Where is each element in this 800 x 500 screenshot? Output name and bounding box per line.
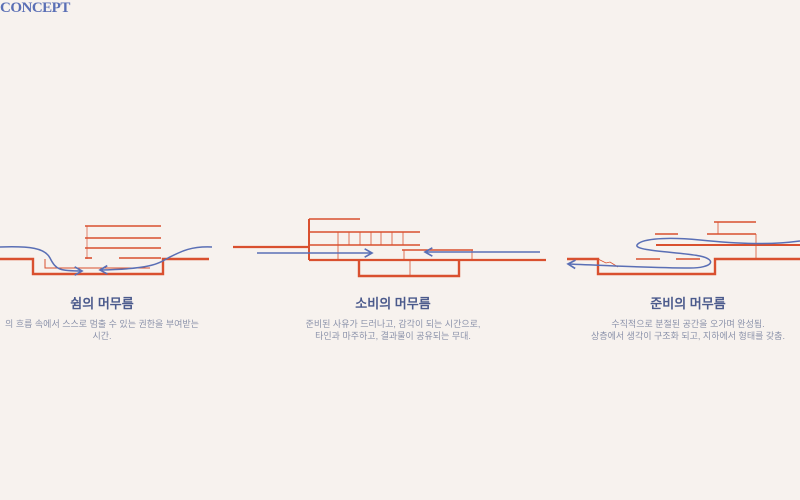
diagram-consume <box>233 218 546 278</box>
concept-prepare: 준비의 머무름 수직적으로 분절된 공간을 오가며 완성됨. 상층에서 생각이 구… <box>591 296 785 342</box>
concept-desc-line: 타인과 마주하고, 결과물이 공유되는 무대. <box>315 331 471 341</box>
concept-logo: CONCEPT <box>0 0 70 16</box>
concept-consume: 소비의 머무름 준비된 사유가 드러나고, 감각이 되는 시간으로, 타인과 마주… <box>306 296 481 342</box>
concept-title: 쉼의 머무름 <box>70 296 134 311</box>
concept-title: 소비의 머무름 <box>355 296 431 311</box>
concept-desc-line: 상층에서 생각이 구조화 되고, 지하에서 형태를 갖춤. <box>591 331 785 341</box>
diagram-rest <box>0 225 213 276</box>
concept-title: 준비의 머무름 <box>650 296 726 311</box>
concept-desc-line: 의 흐름 속에서 스스로 멈출 수 있는 권한을 부여받는 <box>5 319 199 329</box>
concept-desc-line: 시간. <box>92 331 112 341</box>
diagram-prepare <box>566 221 800 276</box>
concept-desc-line: 수직적으로 분절된 공간을 오가며 완성됨. <box>611 319 765 329</box>
concept-desc-line: 준비된 사유가 드러나고, 감각이 되는 시간으로, <box>305 319 481 329</box>
